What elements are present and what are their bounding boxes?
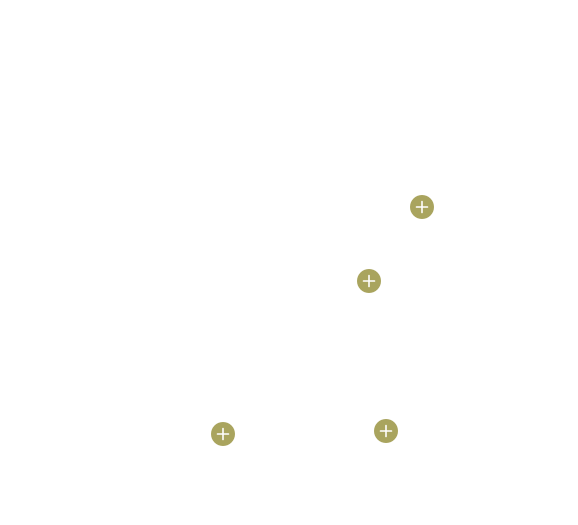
plus-icon: [362, 274, 376, 288]
hotspot-button-2[interactable]: [357, 269, 381, 293]
hotspot-button-4[interactable]: [374, 419, 398, 443]
plus-icon: [415, 200, 429, 214]
hotspot-button-1[interactable]: [410, 195, 434, 219]
hotspot-button-3[interactable]: [211, 422, 235, 446]
plus-icon: [216, 427, 230, 441]
plus-icon: [379, 424, 393, 438]
